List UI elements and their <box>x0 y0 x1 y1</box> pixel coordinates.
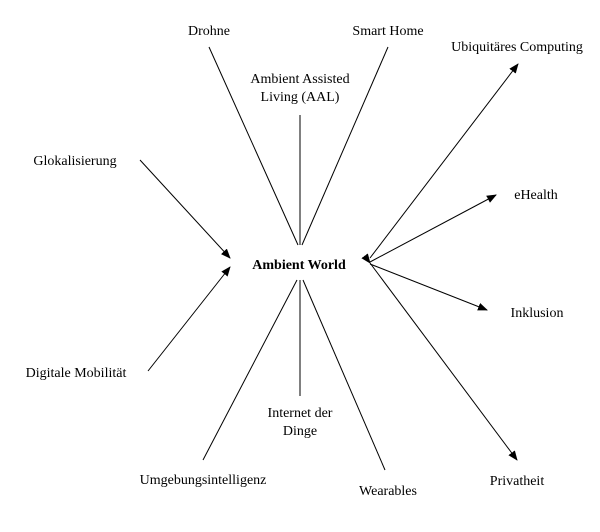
node-glokalisierung: Glokalisierung <box>33 154 117 169</box>
node-umgebungsintelligenz: Umgebungsintelligenz <box>139 473 267 488</box>
connector-wearables <box>302 279 386 471</box>
node-ubiquitaeres-computing: Ubiquitäres Computing <box>451 40 583 55</box>
node-privatheit: Privatheit <box>489 474 545 489</box>
arrow-glokalisierung <box>139 159 231 259</box>
node-internet-der-dinge-line-2: Dinge <box>282 424 318 439</box>
connector-umgebungsintelligenz <box>202 279 298 461</box>
arrow-privatheit <box>361 253 518 461</box>
node-internet-der-dinge: Internet der Dinge <box>268 405 333 441</box>
node-inklusion: Inklusion <box>510 306 564 321</box>
node-smart-home: Smart Home <box>352 24 424 39</box>
node-drohne: Drohne <box>188 24 230 39</box>
connector-drohne <box>208 46 299 246</box>
node-internet-der-dinge-line-1: Internet der <box>267 406 333 421</box>
center-ambient-world: Ambient World <box>252 258 346 273</box>
node-aal-line-1: Ambient Assisted <box>250 72 350 87</box>
arrow-ubiquitaeres-computing <box>369 63 519 259</box>
node-digitale-mobilitaet: Digitale Mobilität <box>25 366 127 381</box>
node-aal: Ambient Assisted Living (AAL) <box>250 71 349 107</box>
connector-smart-home <box>301 46 389 246</box>
node-ehealth: eHealth <box>514 188 558 203</box>
arrow-digitale-mobilitaet <box>147 266 231 372</box>
node-wearables: Wearables <box>359 484 417 499</box>
node-aal-line-2: Living (AAL) <box>260 90 340 105</box>
arrow-ehealth <box>369 194 497 263</box>
